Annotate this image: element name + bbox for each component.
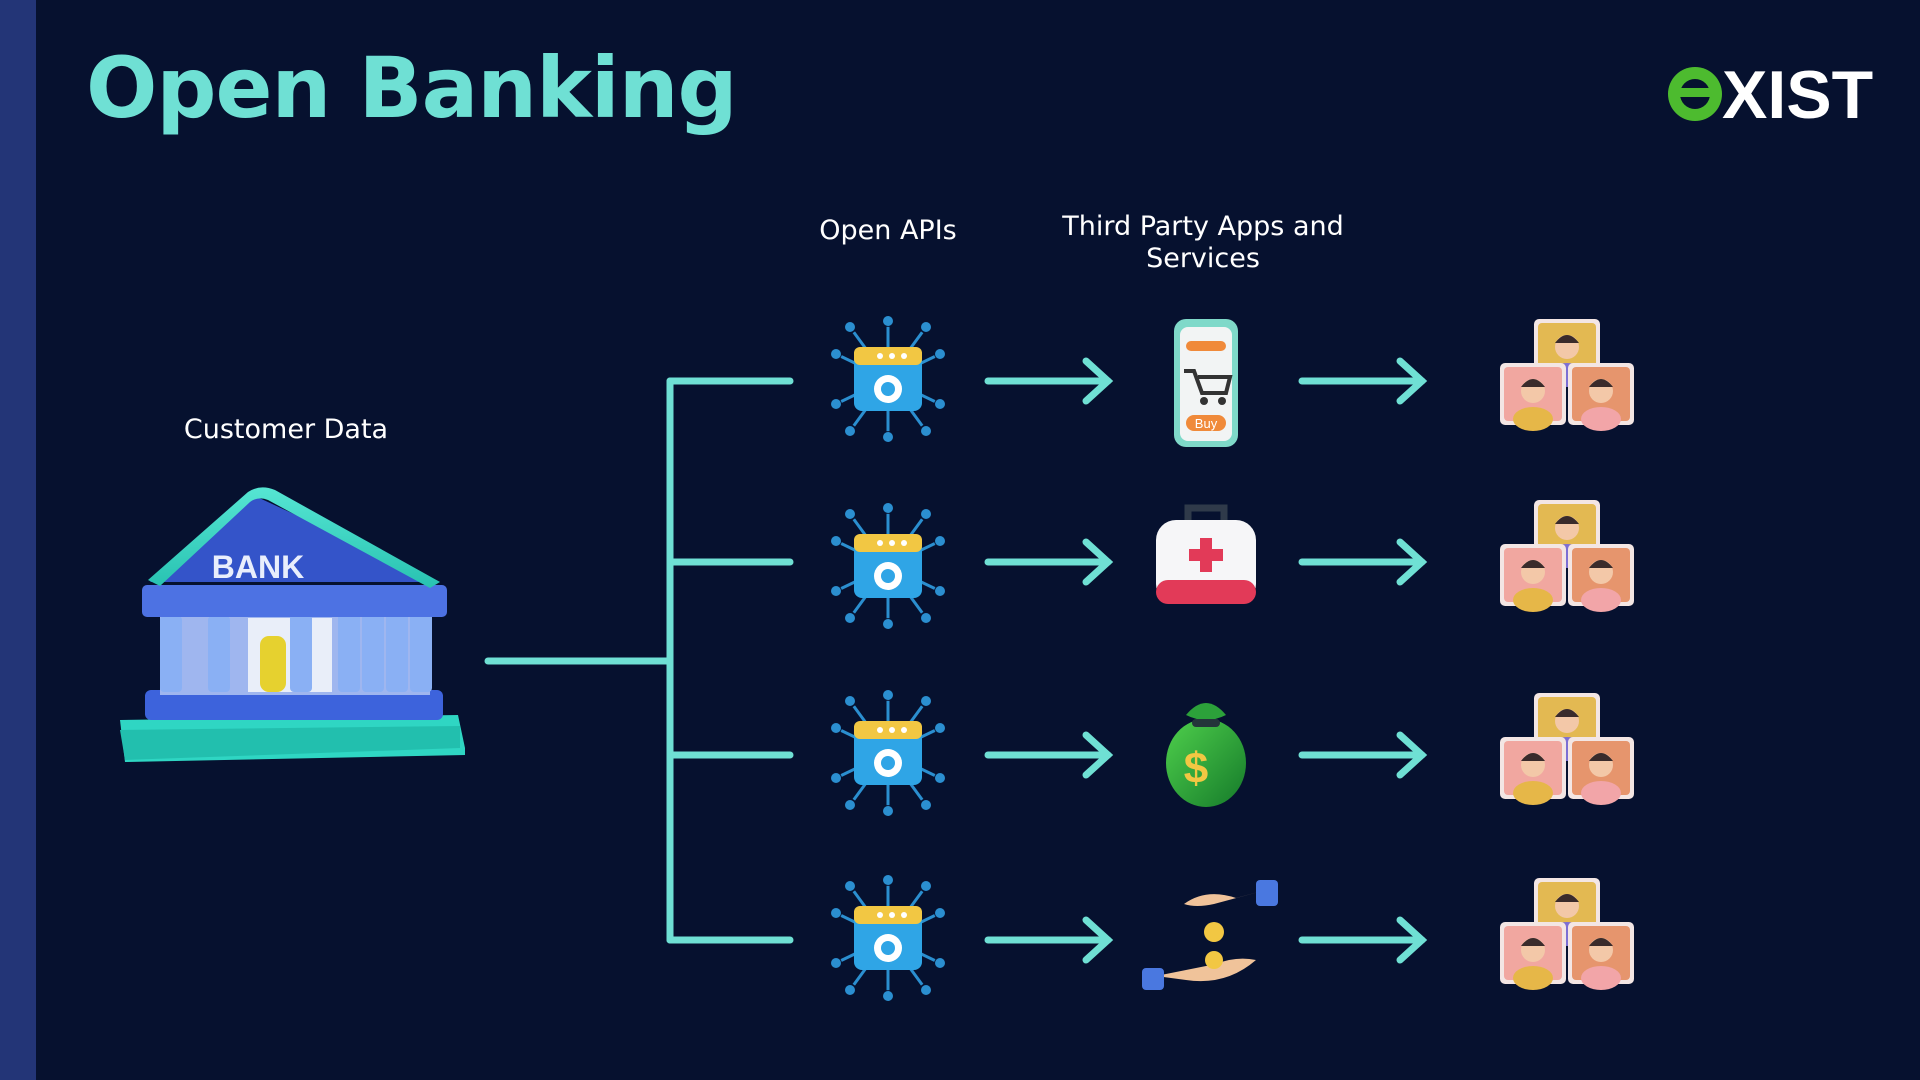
third-party-label: Third Party Apps and Services — [1062, 211, 1344, 274]
first-aid-kit-icon — [1156, 504, 1256, 604]
customer-data-label: Customer Data — [183, 414, 389, 445]
buy-button-label: Buy — [1195, 416, 1218, 431]
arrow-app-to-customers — [1298, 916, 1428, 964]
bank-building-icon: BANK — [120, 487, 465, 762]
arrow-app-to-customers — [1298, 538, 1428, 586]
side-accent-strip — [0, 0, 36, 1080]
customers-group-icon — [1500, 693, 1634, 805]
open-apis-label: Open APIs — [819, 215, 957, 246]
api-chip-icon — [831, 503, 945, 629]
api-chip-icon — [831, 875, 945, 1001]
arrow-api-to-app — [984, 916, 1114, 964]
api-chip-icon — [831, 316, 945, 442]
exist-logo: e XIST — [1668, 57, 1873, 130]
customers-group-icon — [1500, 319, 1634, 431]
arrow-api-to-app — [984, 357, 1114, 405]
customers-group-icon — [1500, 878, 1634, 990]
arrow-app-to-customers — [1298, 357, 1428, 405]
logo-text: XIST — [1722, 57, 1873, 130]
arrow-api-to-app — [984, 538, 1114, 586]
arrow-app-to-customers — [1298, 731, 1428, 779]
shopping-cart-phone-icon: Buy — [1174, 319, 1238, 447]
money-bag-icon: $ — [1166, 703, 1246, 807]
api-chip-icon — [831, 690, 945, 816]
slide-title: Open Banking — [86, 39, 738, 137]
dollar-symbol: $ — [1184, 744, 1208, 793]
hand-giving-coin-icon — [1142, 880, 1278, 990]
customers-group-icon — [1500, 500, 1634, 612]
arrow-api-to-app — [984, 731, 1114, 779]
bank-sign: BANK — [212, 549, 304, 585]
